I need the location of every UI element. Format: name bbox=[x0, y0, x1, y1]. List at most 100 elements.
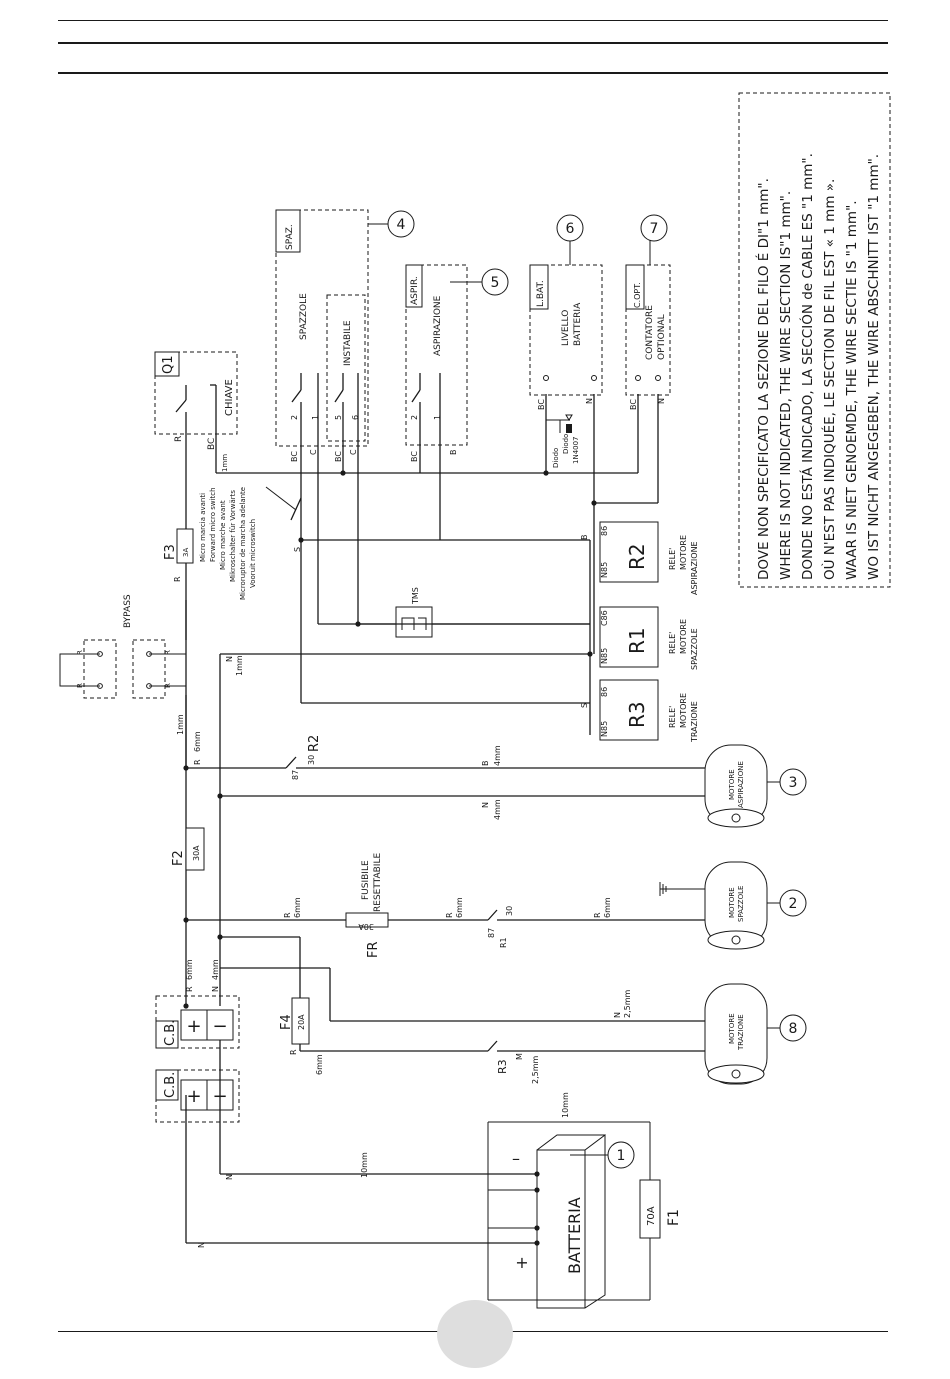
wire-label: R bbox=[185, 986, 194, 992]
wire-label: 1mm bbox=[176, 714, 185, 735]
wire-label: R bbox=[193, 759, 202, 765]
wire-label: N bbox=[225, 656, 234, 662]
battery-level-name: BATTERIA bbox=[573, 302, 583, 346]
motor-label: SPAZZOLE bbox=[737, 886, 745, 922]
relay-id: R3 bbox=[625, 701, 649, 728]
wire-label: R3 bbox=[496, 1059, 509, 1074]
wire-label: S bbox=[580, 703, 589, 708]
contact-label: 6 bbox=[351, 415, 360, 420]
connector-tag: C.B. bbox=[163, 1020, 178, 1046]
callout-number: 1 bbox=[617, 1148, 626, 1164]
wire-label: 87 bbox=[487, 928, 496, 938]
wire-label: 10mm bbox=[360, 1152, 369, 1178]
connector-cb-lower: C.B. + − bbox=[155, 1069, 240, 1123]
page-number-marker bbox=[437, 1300, 513, 1368]
motor-label: TRAZIONE bbox=[737, 1014, 745, 1051]
wire-label: BC bbox=[537, 399, 546, 410]
brush-module: SPAZ. SPAZZOLE INSTABILE 2 1 5 6 BC C BC… bbox=[275, 209, 415, 462]
key-wire-bc: BC bbox=[207, 438, 217, 450]
wire-label: N bbox=[585, 398, 594, 404]
contact-label: 5 bbox=[334, 415, 343, 420]
suction-name: ASPIRAZIONE bbox=[433, 295, 443, 356]
wire-label: B bbox=[580, 535, 589, 541]
wire-label: 6mm bbox=[185, 959, 194, 980]
battery-label: BATTERIA bbox=[565, 1197, 584, 1274]
diode-label: Diodo bbox=[552, 448, 560, 468]
fuse-title: RESETTABILE bbox=[373, 853, 383, 912]
note-box bbox=[738, 92, 891, 588]
callout-4 bbox=[387, 210, 415, 238]
relay-label: SPAZZOLE bbox=[690, 628, 699, 670]
fuse-fr: 30A FR FUSIBILE RESETTABILE bbox=[345, 853, 389, 958]
minus-terminal: − bbox=[212, 1016, 227, 1037]
junctions bbox=[183, 470, 597, 1009]
diode-label: 1N4007 bbox=[572, 436, 580, 464]
plus-terminal: + bbox=[186, 1086, 201, 1107]
micro-label: Mikroschalter für Vorwärts bbox=[229, 490, 237, 582]
callout-8 bbox=[779, 1014, 807, 1042]
wire-label: N bbox=[197, 1242, 206, 1248]
note-line: DOVE NON SPECIFICATO LA SEZIONE DEL FILO… bbox=[755, 178, 772, 580]
wire-label: BC bbox=[290, 451, 299, 462]
note-line: DONDE NO ESTÁ INDICADO, LA SECCIÓN de CA… bbox=[798, 153, 816, 580]
wire-label: R bbox=[289, 1049, 298, 1055]
battery-level-tag: L.BAT. bbox=[536, 280, 546, 307]
fuse-name: F2 bbox=[171, 850, 186, 866]
key-tag: Q1 bbox=[161, 355, 176, 374]
wire-label: 1mm bbox=[235, 655, 244, 676]
callout-6 bbox=[556, 214, 584, 242]
wire-label: 6mm bbox=[293, 897, 302, 918]
connector-cb-upper: C.B. + − bbox=[155, 995, 240, 1049]
callout-number: 8 bbox=[789, 1021, 798, 1037]
connector-tag: C.B. bbox=[163, 1072, 178, 1098]
fuse-name: F4 bbox=[279, 1014, 294, 1030]
callout-2 bbox=[779, 889, 807, 917]
wire-label: N bbox=[613, 1012, 622, 1018]
brush-tag: SPAZ. bbox=[285, 224, 295, 250]
motor-suction: MOTORE ASPIRAZIONE 3 bbox=[704, 744, 807, 828]
callout-number: 6 bbox=[566, 221, 575, 237]
callout-number: 4 bbox=[397, 217, 406, 233]
micro-label: Micro marcia avanti bbox=[199, 493, 207, 562]
wire-label: BC bbox=[629, 399, 638, 410]
wire-label: R bbox=[173, 576, 182, 582]
relay-pin: C86 bbox=[600, 610, 609, 626]
counter-name: OPTIONAL bbox=[657, 314, 667, 360]
callout-number: 5 bbox=[491, 275, 500, 291]
tms-label: TMS bbox=[411, 587, 420, 605]
wire-label: 2,5mm bbox=[531, 1055, 540, 1084]
relay-id: R2 bbox=[625, 543, 649, 570]
relay-r1: R1 RELE' MOTORE SPAZZOLE C86 N85 bbox=[599, 606, 699, 670]
note-line: WO IST NICHT ANGEGEBEN, THE WIRE ABSCHNI… bbox=[866, 154, 882, 580]
relay-label: RELE' bbox=[668, 632, 677, 654]
battery-level-name: LIVELLO bbox=[561, 310, 571, 346]
note-line: OÙ N'EST PAS INDIQUÉE, LE SECTION DE FIL… bbox=[820, 179, 838, 580]
motor-label: MOTORE bbox=[728, 769, 736, 800]
wire-label: N bbox=[657, 398, 666, 404]
fuse-rating: 30A bbox=[192, 845, 201, 861]
wire-label: N bbox=[211, 986, 220, 992]
callout-3 bbox=[779, 768, 807, 796]
relay-label: TRAZIONE bbox=[690, 701, 699, 743]
diode-label: Diodo bbox=[562, 434, 570, 454]
motor-label: ASPIRAZIONE bbox=[737, 761, 745, 808]
relay-label: ASPIRAZIONE bbox=[690, 541, 699, 595]
micro-label: Micro marche avant bbox=[219, 500, 227, 570]
callout-1 bbox=[607, 1141, 635, 1169]
bypass-pin: R bbox=[76, 650, 84, 655]
relay-label: MOTORE bbox=[679, 535, 688, 570]
wire-label: 10mm bbox=[561, 1092, 570, 1118]
callout-number: 7 bbox=[650, 221, 659, 237]
callout-number: 3 bbox=[789, 775, 798, 791]
wire-label: M bbox=[515, 1053, 524, 1060]
relay-r3: R3 RELE' MOTORE TRAZIONE 86 N85 S bbox=[580, 679, 699, 743]
callout-5 bbox=[481, 268, 509, 296]
bypass-pin: R bbox=[76, 683, 84, 688]
wire-label: 6mm bbox=[603, 897, 612, 918]
key-wire-r: R bbox=[174, 436, 184, 442]
wire-label: BC bbox=[334, 451, 343, 462]
contact-label: 1 bbox=[311, 415, 320, 420]
counter-tag: C.OPT. bbox=[633, 282, 642, 308]
